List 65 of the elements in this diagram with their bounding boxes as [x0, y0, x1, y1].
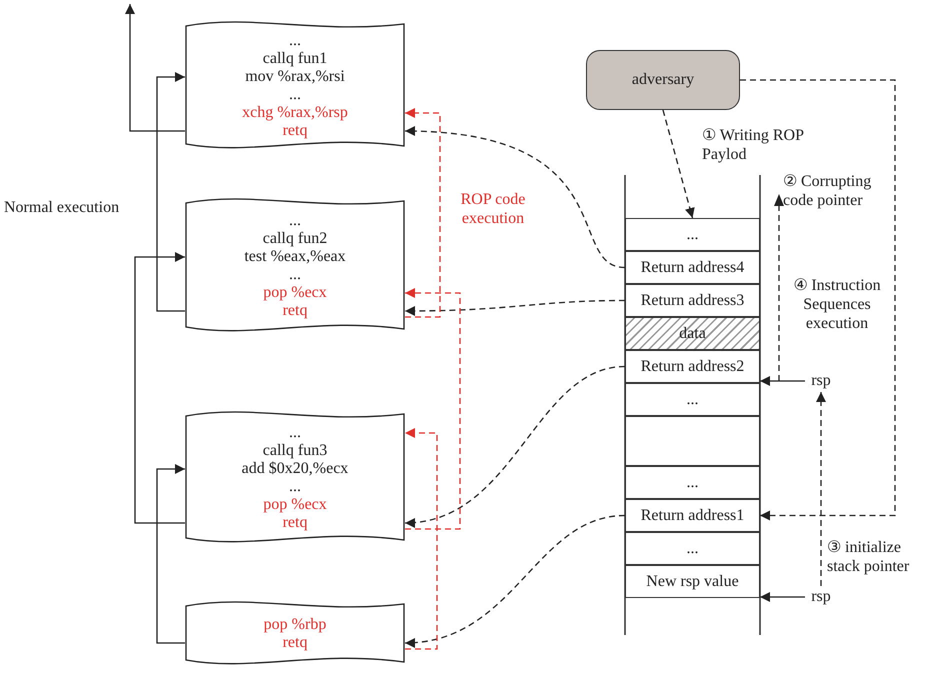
- annotation-text: ② Corrupting code pointer: [783, 172, 872, 210]
- stack-cell: [625, 565, 760, 598]
- code-line: retq: [282, 634, 308, 652]
- arrow: [156, 72, 185, 312]
- register-label: rsp: [805, 370, 837, 392]
- arrow: [760, 376, 805, 386]
- cell-text: Return address2: [640, 358, 744, 376]
- stack-cell: [625, 499, 760, 532]
- actor-box: [586, 50, 740, 110]
- stack-cell: [625, 218, 760, 251]
- code-line: ...: [289, 86, 301, 104]
- annotation-text: ROP code execution: [460, 190, 526, 228]
- register-label: rsp: [805, 586, 837, 608]
- code-line: test %eax,%eax: [244, 248, 346, 266]
- dashed-arrow: [662, 110, 695, 218]
- cell-text: Return address4: [640, 258, 744, 276]
- arrow: [125, 4, 185, 132]
- code-line: add $0x20,%ecx: [242, 460, 348, 478]
- code-line: retq: [282, 514, 308, 532]
- stack-cell: [625, 251, 760, 284]
- cell-text: ...: [686, 390, 698, 408]
- code-line: pop %ecx: [263, 284, 327, 302]
- cell-text: ...: [686, 474, 698, 492]
- cell-text: Return address3: [640, 292, 744, 310]
- arrow: [134, 252, 185, 524]
- dashed-arrow: [816, 392, 826, 586]
- code-line: callq fun3: [262, 442, 328, 460]
- dashed-arrow: [405, 428, 438, 650]
- dashed-arrow: [404, 126, 626, 268]
- stack-cell: [625, 284, 760, 317]
- annotation-text: Normal execution: [4, 198, 120, 217]
- annotation-text: ④ Instruction Sequences execution: [792, 276, 882, 333]
- actor-label: adversary: [632, 71, 694, 89]
- stack-cell: [625, 532, 760, 565]
- code-line: mov %rax,%rsi: [245, 68, 345, 86]
- cell-text: ...: [686, 540, 698, 558]
- stack-cell: [625, 317, 760, 350]
- stack-cell: [625, 416, 760, 466]
- code-line: ...: [289, 212, 301, 230]
- code-line: xchg %rax,%rsp: [242, 104, 348, 122]
- arrow: [760, 592, 805, 602]
- dashed-arrow: [405, 300, 625, 316]
- cell-text: New rsp value: [646, 572, 739, 590]
- code-line: pop %ecx: [263, 496, 327, 514]
- cell-text: ...: [686, 226, 698, 244]
- code-line: retq: [282, 122, 308, 140]
- code-line: retq: [282, 302, 308, 320]
- cell-text: data: [679, 324, 706, 342]
- dashed-arrow: [405, 288, 461, 530]
- stack-cell: [625, 383, 760, 416]
- dashed-arrow: [740, 79, 896, 520]
- dashed-arrow: [405, 108, 441, 318]
- cell-text: Return address1: [640, 506, 744, 524]
- code-line: ...: [289, 478, 301, 496]
- code-line: callq fun2: [262, 230, 328, 248]
- code-line: ...: [289, 32, 301, 50]
- code-line: ...: [289, 424, 301, 442]
- stack-cell: [625, 466, 760, 499]
- dashed-arrow: [404, 366, 626, 527]
- code-line: ...: [289, 266, 301, 284]
- dashed-arrow: [404, 514, 626, 647]
- code-line: pop %rbp: [264, 616, 326, 634]
- code-line: callq fun1: [262, 50, 328, 68]
- arrow: [156, 464, 185, 644]
- stack-cell: [625, 350, 760, 383]
